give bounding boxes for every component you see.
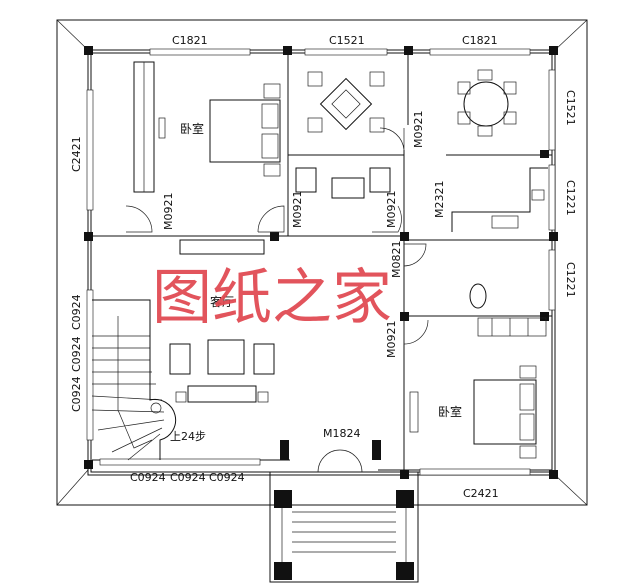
window-label-c0924-bottom3: C0924 [209,471,245,484]
door-label-m0921-dining: M0921 [412,111,425,149]
window-label-c0924-bottom1: C0924 [130,471,166,484]
window-label-c1221-right2: C1221 [564,262,577,298]
window-label-c1821-right: C1821 [462,34,498,47]
door-label-m1824-entrance: M1824 [323,427,361,440]
tv-cabinet [179,239,265,255]
door-label-m0821-bath: M0821 [390,241,403,279]
room-label-hall: 客厅 [210,294,234,309]
door-label-m2321-kitchen: M2321 [433,181,446,219]
window-label-c1521-right: C1521 [564,90,577,126]
window-label-c2421-bottom: C2421 [463,487,499,500]
window-label-c0924-left3: C0924 [70,376,83,412]
window-label-c0924-bottom2: C0924 [170,471,206,484]
staircase [91,299,177,461]
bed-top-left [209,83,281,177]
door-label-m0921-bedroom2: M0921 [385,321,398,359]
window-label-c0924-left2: C0924 [70,336,83,372]
bed-bottom-right [409,365,537,459]
dining-table [457,69,517,137]
door-label-m0921-corridor-left: M0921 [291,191,304,229]
roof-outline [56,19,588,506]
wardrobe [133,61,166,193]
mahjong-table [307,71,385,133]
door-swings [125,127,429,473]
window-label-c1821-top: C1821 [172,34,208,47]
room-label-bedroom-top-left: 卧室 [180,121,204,136]
kitchen-counter [451,167,548,232]
window-marks [86,48,556,476]
stairs-note: 上24步 [170,430,206,443]
window-label-c2421-left: C2421 [70,136,83,172]
window-label-c1521-top: C1521 [329,34,365,47]
sofa-set [169,339,275,403]
window-label-c1221-right1: C1221 [564,180,577,216]
corridor-chairs [295,167,391,199]
door-label-m0921-corridor-right: M0921 [385,191,398,229]
bathroom-fixtures [469,283,547,337]
watermark-text: 图纸之家 [152,263,392,333]
window-label-c0924-left1: C0924 [70,294,83,330]
room-label-bedroom-bottom-right: 卧室 [438,404,462,419]
entrance-porch [269,471,419,583]
door-label-m0921-bedroom1: M0921 [162,193,175,231]
